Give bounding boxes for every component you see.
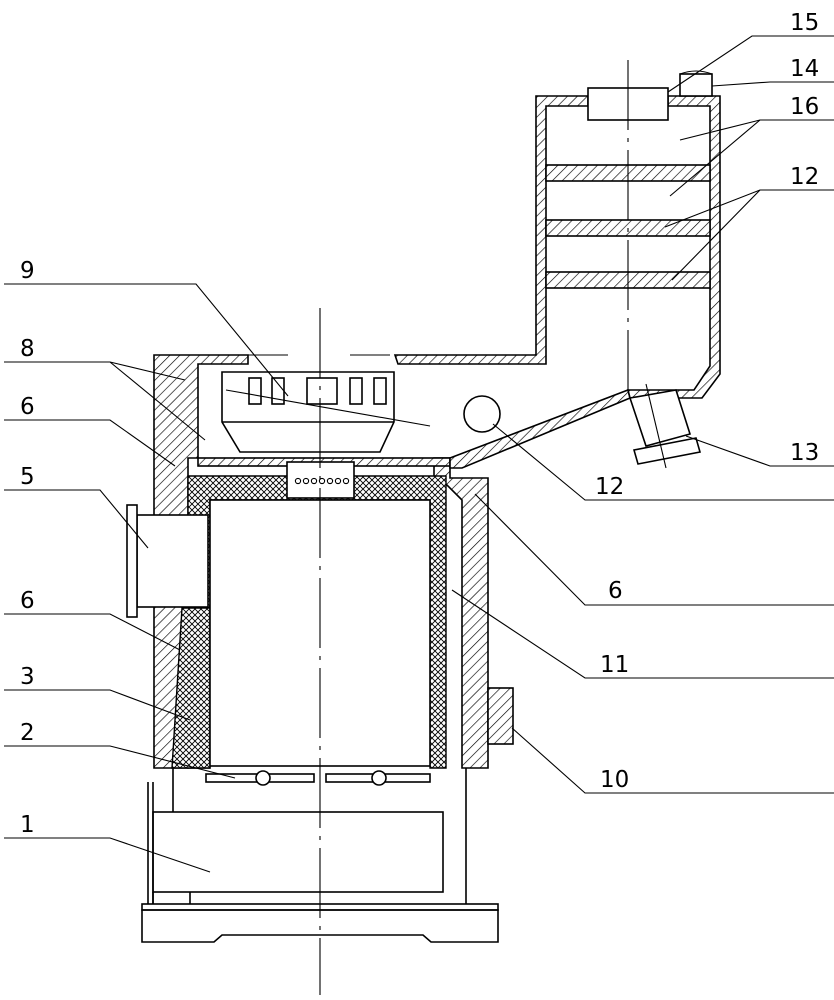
centerlines: [319, 60, 629, 995]
valve-circle: [463, 395, 501, 433]
leader-lines: [4, 35, 834, 873]
label-3: 3: [20, 664, 35, 690]
burner-head: [221, 354, 395, 453]
nozzle-holes: [294, 477, 350, 485]
label-2: 2: [20, 720, 35, 746]
feed-door: [126, 504, 209, 618]
label-15: 15: [790, 10, 819, 36]
label-11: 11: [600, 652, 629, 678]
label-12b: 12: [595, 474, 624, 500]
ash-drawer: [152, 811, 444, 904]
label-16: 16: [790, 94, 819, 120]
label-14: 14: [790, 56, 819, 82]
label-6a: 6: [20, 394, 35, 420]
label-13: 13: [790, 440, 819, 466]
part-labels: 9 8 6 5 6 3 2 1 15 14 16 12 13 12 6 11 1…: [20, 10, 819, 838]
right-column: [626, 95, 721, 399]
drain-valve: [628, 383, 702, 469]
label-6b: 6: [20, 588, 35, 614]
label-9: 9: [20, 258, 35, 284]
label-8: 8: [20, 336, 35, 362]
label-10: 10: [600, 767, 629, 793]
side-port: [487, 687, 514, 745]
grate: [205, 770, 431, 786]
label-12a: 12: [790, 164, 819, 190]
label-1: 1: [20, 812, 35, 838]
label-5: 5: [20, 464, 35, 490]
label-6c: 6: [608, 578, 623, 604]
top-outlet: [587, 70, 713, 121]
